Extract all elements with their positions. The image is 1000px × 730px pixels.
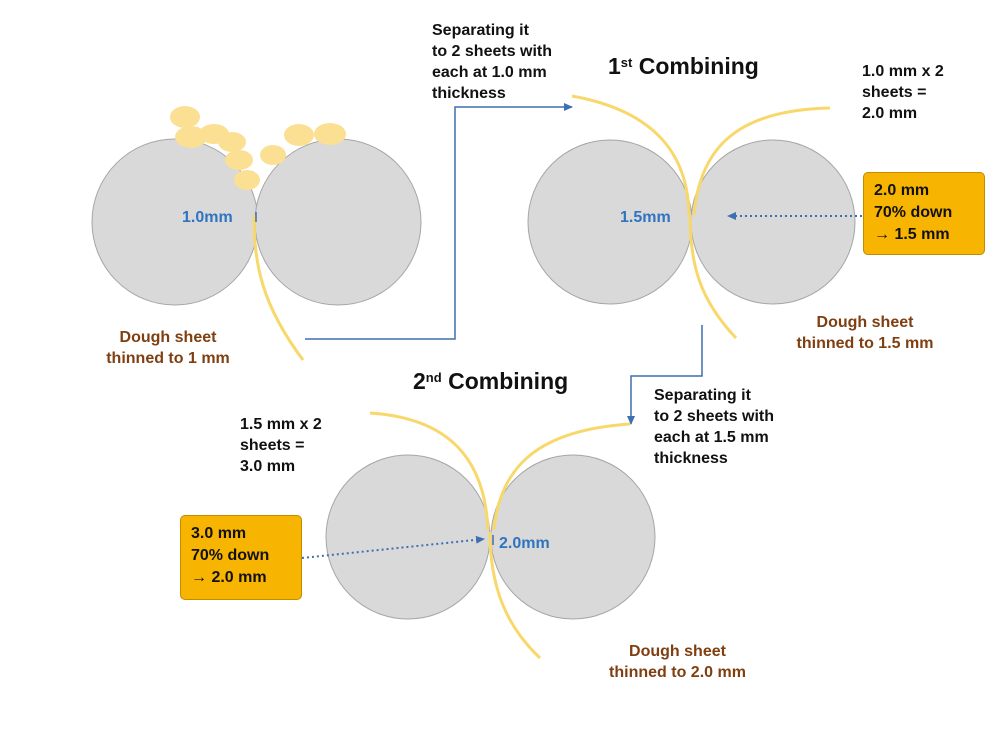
first-separate-note: Separating it to 2 sheets with each at 1… [432,20,552,104]
result-line: thinned to 2.0 mm [609,664,746,681]
result-line: Dough sheet [816,314,914,331]
title-number: 2 [413,368,426,394]
title-number: 1 [608,53,621,79]
roller-right [690,139,856,305]
second-incoming-sheet-right [492,422,631,531]
first-roller-pair [527,139,856,305]
title-ordinal: st [620,55,633,70]
result-line: Dough sheet [119,329,217,346]
box-line: → 1.5 mm [874,226,950,243]
result-line: Dough sheet [629,643,726,660]
box-line: 2.0 mm [874,182,930,199]
note-line: each at 1.0 mm [432,64,547,81]
initial-result-label: Dough sheet thinned to 1 mm [78,327,258,369]
box-line: → 2.0 mm [191,569,267,586]
dough-pieces [170,106,346,190]
note-line: to 2 sheets with [654,408,775,425]
second-combining-title: 2nd Combining [413,367,568,395]
note-line: Separating it [654,387,751,404]
note-line: thickness [432,85,506,102]
result-line: thinned to 1 mm [106,350,230,367]
title-ordinal: nd [425,370,442,385]
box-line: 70% down [191,547,270,564]
note-line: sheets = [240,437,305,454]
note-line: 3.0 mm [240,458,296,475]
first-combining-title: 1st Combining [608,52,759,80]
note-line: sheets = [862,84,927,101]
second-roller-pair [325,454,656,620]
second-outgoing-sheet [488,531,542,660]
note-line: 1.0 mm x 2 [862,63,944,80]
note-line: each at 1.5 mm [654,429,769,446]
note-line: to 2 sheets with [432,43,553,60]
first-incoming-sheet-left [571,94,691,216]
initial-dough-sheet [252,214,305,361]
first-gap-label: 1.5mm [620,209,671,226]
box-line: 70% down [874,204,953,221]
second-reduction-box: 3.0 mm 70% down → 2.0 mm [180,515,302,600]
initial-roller-pair [91,138,422,306]
connector-arrow-1 [305,103,573,340]
second-separate-note: Separating it to 2 sheets with each at 1… [654,385,774,469]
first-sum-note: 1.0 mm x 2 sheets = 2.0 mm [862,61,944,124]
first-outgoing-sheet [688,214,738,340]
second-gap-label: 2.0mm [499,535,550,552]
initial-gap-label: 1.0mm [182,209,233,226]
first-result-label: Dough sheet thinned to 1.5 mm [770,312,960,354]
second-incoming-sheet-left [369,411,490,531]
note-line: 2.0 mm [862,105,918,122]
note-line: Separating it [432,22,529,39]
second-sum-note: 1.5 mm x 2 sheets = 3.0 mm [240,414,322,477]
result-line: thinned to 1.5 mm [796,335,934,352]
connector-arrow-2 [627,325,703,425]
roller-left [325,454,491,620]
second-dotted-arrow [301,535,485,559]
title-text: Combining [448,368,569,394]
first-reduction-box: 2.0 mm 70% down → 1.5 mm [863,172,985,255]
note-line: 1.5 mm x 2 [240,416,322,433]
second-result-label: Dough sheet thinned to 2.0 mm [580,641,775,683]
roller-right [254,138,422,306]
first-incoming-sheet-right [692,106,831,216]
note-line: thickness [654,450,728,467]
title-text: Combining [638,53,759,79]
box-line: 3.0 mm [191,525,247,542]
